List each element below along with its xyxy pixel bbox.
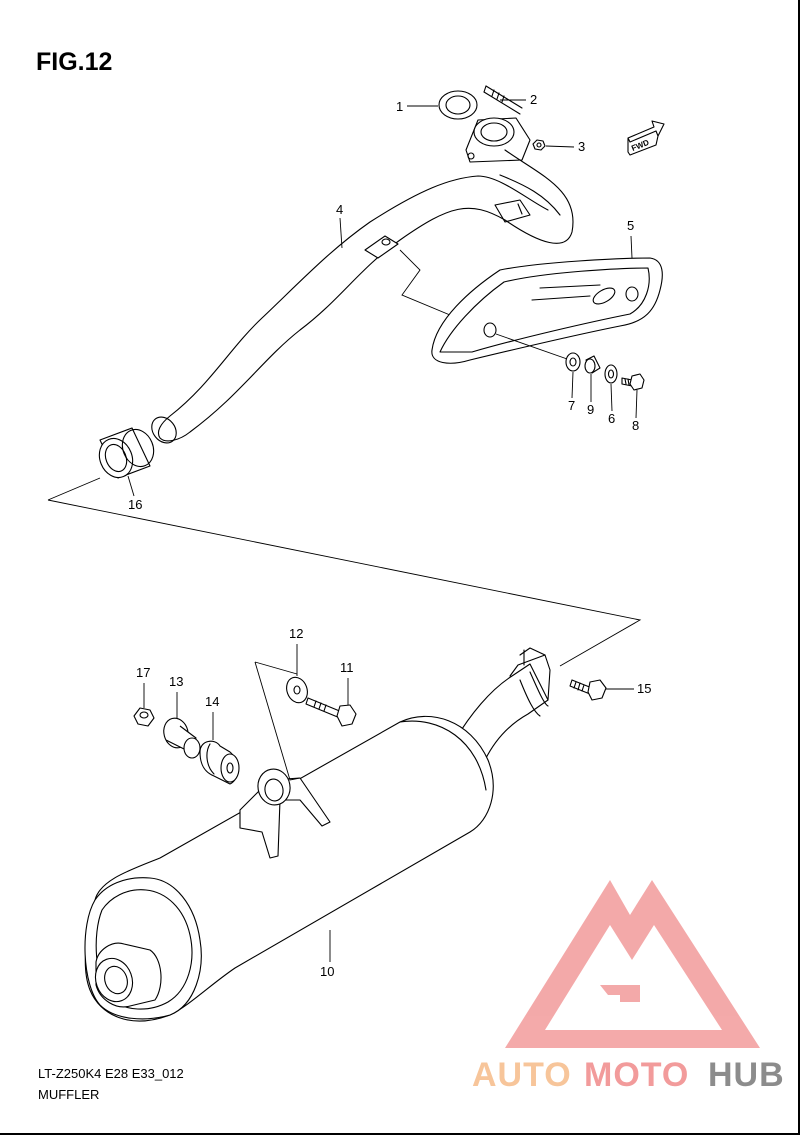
part-5-heat-shield bbox=[431, 257, 663, 364]
part-13-collar bbox=[163, 717, 201, 759]
part-4-exhaust-pipe bbox=[151, 117, 574, 444]
svg-text:9: 9 bbox=[587, 402, 594, 417]
callout-11: 11 bbox=[340, 660, 354, 705]
callout-1: 1 bbox=[396, 99, 438, 114]
callout-6: 6 bbox=[608, 383, 615, 426]
svg-text:15: 15 bbox=[637, 681, 651, 696]
callout-8: 8 bbox=[632, 389, 639, 433]
svg-text:5: 5 bbox=[627, 218, 634, 233]
watermark-logo-triangle bbox=[505, 880, 760, 1048]
assembly-line-12-10 bbox=[254, 661, 301, 781]
callout-4: 4 bbox=[336, 202, 343, 249]
watermark-text-hub: HUB bbox=[708, 1056, 785, 1094]
svg-text:13: 13 bbox=[169, 674, 183, 689]
part-3-nut bbox=[532, 139, 546, 151]
callout-7: 7 bbox=[568, 371, 575, 413]
svg-text:10: 10 bbox=[320, 964, 334, 979]
callout-12: 12 bbox=[289, 626, 303, 676]
watermark-logo-g bbox=[600, 985, 640, 1002]
svg-text:2: 2 bbox=[530, 92, 537, 107]
callout-10: 10 bbox=[320, 930, 334, 979]
svg-text:8: 8 bbox=[632, 418, 639, 433]
svg-text:12: 12 bbox=[289, 626, 303, 641]
part-9-collar bbox=[584, 355, 601, 374]
callout-5: 5 bbox=[627, 218, 634, 259]
svg-text:17: 17 bbox=[136, 665, 150, 680]
assembly-line-5-7 bbox=[495, 333, 571, 361]
callout-13: 13 bbox=[169, 674, 183, 718]
svg-text:3: 3 bbox=[578, 139, 585, 154]
part-11-bolt bbox=[305, 697, 357, 727]
part-6-washer bbox=[604, 364, 618, 384]
part-8-bolt bbox=[621, 373, 645, 391]
callout-3: 3 bbox=[545, 139, 585, 154]
callout-14: 14 bbox=[205, 694, 219, 740]
section-name: MUFFLER bbox=[38, 1087, 100, 1102]
svg-text:6: 6 bbox=[608, 411, 615, 426]
figure-title: FIG.12 bbox=[36, 48, 113, 76]
callout-15: 15 bbox=[606, 681, 651, 696]
part-2-stud bbox=[483, 85, 523, 115]
svg-text:16: 16 bbox=[128, 497, 142, 512]
part-17-nut bbox=[133, 707, 155, 727]
svg-text:4: 4 bbox=[336, 202, 343, 217]
assembly-line-16-15 bbox=[47, 477, 642, 667]
part-10-muffler bbox=[84, 647, 551, 1022]
watermark-text-auto: AUTO bbox=[472, 1056, 572, 1094]
model-code: LT-Z250K4 E28 E33_012 bbox=[38, 1066, 184, 1081]
part-12-washer bbox=[286, 676, 308, 704]
assembly-line-4-5 bbox=[399, 249, 463, 321]
watermark-text-moto: MOTO bbox=[584, 1056, 689, 1094]
svg-text:11: 11 bbox=[340, 660, 354, 675]
callout-17: 17 bbox=[136, 665, 150, 708]
callout-2: 2 bbox=[500, 92, 537, 107]
svg-text:7: 7 bbox=[568, 398, 575, 413]
callout-9: 9 bbox=[587, 374, 594, 417]
svg-text:1: 1 bbox=[396, 99, 403, 114]
part-16-sleeve bbox=[98, 427, 155, 479]
watermark-logo bbox=[505, 880, 760, 1048]
part-7-washer bbox=[565, 352, 581, 372]
callout-16: 16 bbox=[127, 475, 142, 512]
svg-text:14: 14 bbox=[205, 694, 219, 709]
part-1-gasket bbox=[438, 90, 478, 120]
fwd-arrow-icon: FWD bbox=[627, 120, 665, 156]
part-14-grommet bbox=[199, 740, 240, 785]
part-15-bolt bbox=[569, 679, 607, 701]
